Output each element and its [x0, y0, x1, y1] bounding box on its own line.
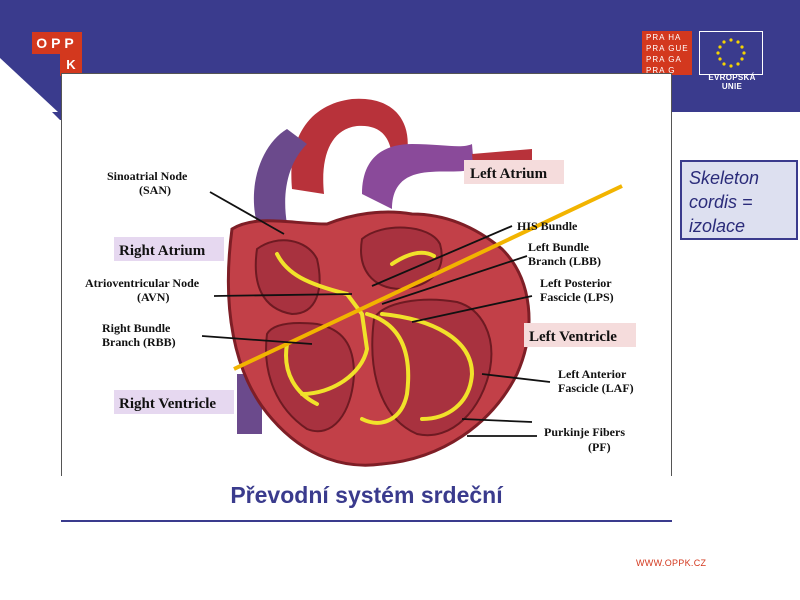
left-atrium-label-bg	[464, 160, 564, 184]
conduction-pathways	[275, 250, 475, 425]
aorta-vessel	[291, 98, 408, 194]
heart-diagram: Sinoatrial Node(SAN) Left Atrium Right A…	[61, 73, 672, 520]
purkinje-fibers-label: Purkinje Fibers(PF)	[544, 425, 625, 454]
left-ventricle-label-bg	[524, 323, 636, 347]
his-bundle-label: HIS Bundle	[517, 219, 578, 233]
eu-flag-logo[interactable]	[699, 31, 763, 75]
eu-label: EVROPSKÁ UNIE	[708, 73, 756, 91]
praha-logo-line: PRA GUE	[646, 44, 689, 53]
skeleton-cordis-note: Skeleton cordis = izolace	[680, 160, 798, 240]
right-ventricle-label-bg	[114, 390, 234, 414]
slide-caption: Převodní systém srdeční	[230, 482, 503, 508]
praha-logo-line: PRA HA	[646, 33, 682, 42]
note-line: cordis =	[689, 192, 753, 212]
left-ventricle-label: Left Ventricle	[529, 329, 617, 345]
note-line: izolace	[689, 216, 746, 236]
praha-logo[interactable]: PRA HA PRA GUE PRA GA PRA G	[642, 31, 692, 75]
right-ventricle-label: Right Ventricle	[119, 396, 216, 412]
oppk-logo-bottom: K	[60, 54, 82, 76]
superior-vena-cava	[253, 129, 307, 224]
heart-illustration: Sinoatrial Node(SAN) Left Atrium Right A…	[85, 98, 636, 467]
praha-logo-line: PRA GA	[646, 55, 682, 64]
left-atrium-label: Left Atrium	[470, 166, 548, 182]
atrioventricular-node-label: Atrioventricular Node(AVN)	[85, 276, 200, 304]
right-atrium-label-bg	[114, 237, 224, 261]
note-line: Skeleton	[689, 168, 760, 188]
caption-bar	[61, 476, 672, 522]
sinoatrial-node-label: Sinoatrial Node(SAN)	[107, 169, 188, 197]
pointer-lines	[201, 191, 551, 437]
praha-logo-line: PRA G	[646, 66, 676, 75]
oppk-logo[interactable]: OPP K	[32, 32, 82, 76]
skeleton-cordis-line	[233, 184, 623, 371]
right-atrium-label: Right Atrium	[119, 243, 206, 259]
eu-stars-icon	[716, 38, 746, 68]
oppk-logo-top: OPP	[32, 32, 82, 54]
footer-url-link[interactable]: WWW.OPPK.CZ	[636, 558, 707, 568]
pulmonary-vessel	[362, 144, 474, 209]
